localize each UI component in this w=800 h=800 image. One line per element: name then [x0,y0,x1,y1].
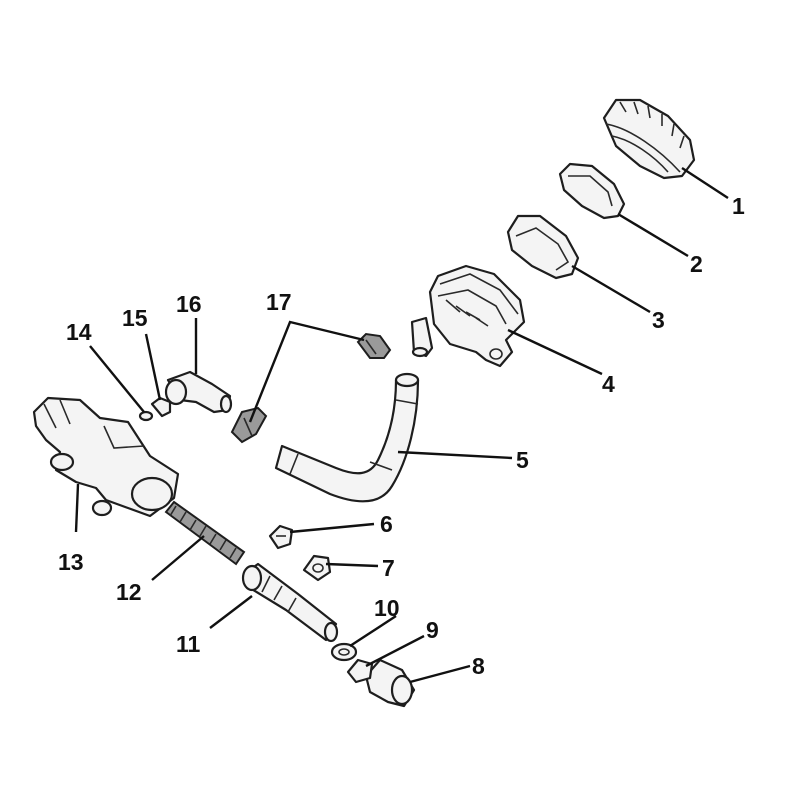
leader-7 [325,562,379,568]
leader-4 [507,328,603,376]
callout-labels: 1 2 3 4 5 6 7 8 9 10 11 12 13 14 15 16 1… [58,193,745,679]
callout-13: 13 [58,549,84,575]
part-16-elbow-fitting [164,370,233,414]
leader-lines [74,166,729,684]
part-14-o-ring [138,410,154,422]
part-4-reservoir-body [410,264,526,368]
callout-15: 15 [122,305,148,331]
part-17-hose-clamps [230,332,392,444]
leader-13 [74,483,80,533]
leader-12 [151,535,205,581]
leader-5 [397,450,513,460]
part-5-hose [274,372,420,503]
callout-9: 9 [426,617,439,643]
part-8-dust-boot [364,658,416,708]
callout-5: 5 [516,447,529,473]
part-7-hose-clip [302,554,332,582]
part-10-washer [330,642,358,662]
callout-12: 12 [116,579,142,605]
callout-7: 7 [382,555,395,581]
part-3-rubber-diaphragm [506,214,580,280]
leader-9 [365,634,425,668]
callout-6: 6 [380,511,393,537]
leader-1 [681,166,729,200]
leader-6 [289,522,375,534]
part-15-clip [150,396,172,418]
leader-11 [209,595,253,629]
callout-16: 16 [176,291,202,317]
leader-10 [349,614,397,648]
callout-8: 8 [472,653,485,679]
part-13-master-cylinder-body [32,396,180,518]
part-1-reservoir-cap [602,98,696,180]
leader-3 [571,264,651,314]
part-9-retaining-ring [346,658,374,684]
callout-10: 10 [374,595,400,621]
part-2-diaphragm-plate [558,162,626,220]
callout-1: 1 [732,193,745,219]
callout-4: 4 [602,371,615,397]
callout-17: 17 [266,289,292,315]
part-11-piston [241,562,339,643]
leader-17 [248,320,365,423]
callout-14: 14 [66,319,92,345]
leader-2 [617,212,689,258]
part-6-hose-clip [268,524,294,550]
callout-3: 3 [652,307,665,333]
leader-14 [89,345,145,413]
part-12-spring [164,500,246,566]
leader-8 [409,664,471,684]
leader-15 [144,333,162,401]
callout-2: 2 [690,251,703,277]
callout-11: 11 [176,631,201,657]
